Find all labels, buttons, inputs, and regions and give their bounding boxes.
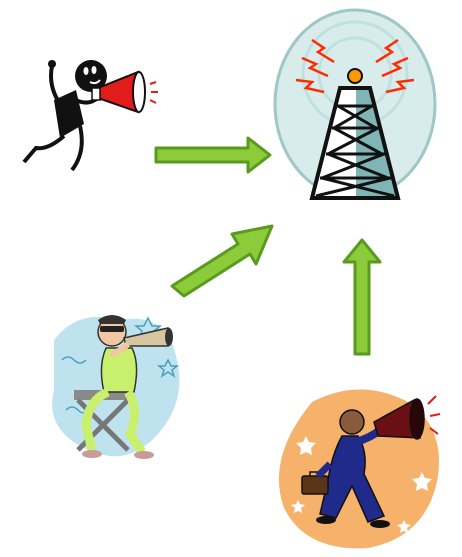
director-megaphone-icon (48, 300, 188, 466)
arrow-up-right (166, 220, 278, 302)
arrow-up (340, 238, 384, 356)
radio-tower-icon (272, 8, 438, 208)
stick-figure-megaphone-icon (14, 52, 164, 174)
businessman-megaphone-icon (272, 382, 450, 552)
arrow-right (154, 136, 274, 174)
